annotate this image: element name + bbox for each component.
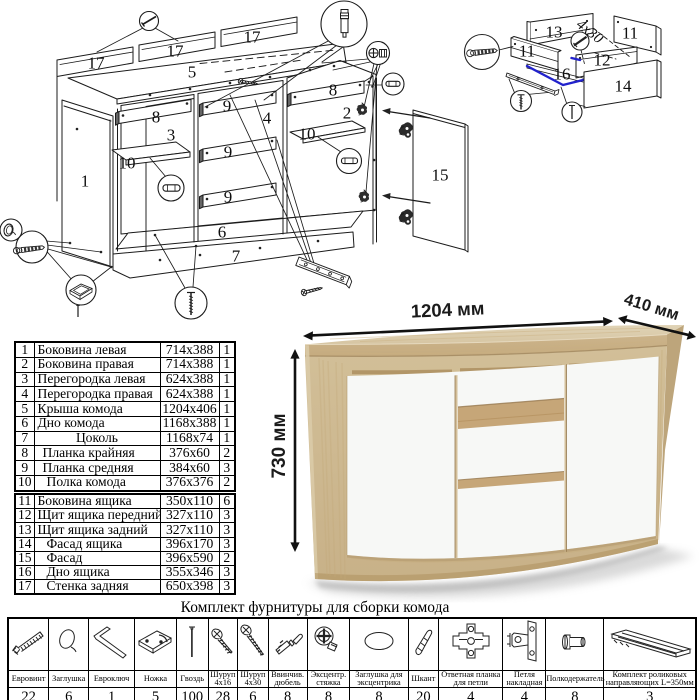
- svg-text:9: 9: [223, 97, 232, 116]
- svg-text:15: 15: [432, 166, 449, 185]
- svg-text:17: 17: [88, 54, 106, 73]
- svg-text:8: 8: [152, 108, 161, 127]
- svg-text:4: 4: [263, 109, 272, 128]
- svg-text:10: 10: [119, 154, 136, 173]
- svg-text:13: 13: [546, 23, 563, 42]
- svg-text:730 мм: 730 мм: [269, 413, 290, 478]
- svg-text:410 мм: 410 мм: [622, 290, 681, 324]
- svg-text:9: 9: [224, 143, 233, 162]
- svg-text:6: 6: [218, 223, 227, 242]
- svg-text:12: 12: [594, 51, 611, 70]
- svg-text:1204 мм: 1204 мм: [410, 297, 485, 321]
- svg-text:10: 10: [299, 125, 316, 144]
- svg-text:5: 5: [188, 63, 197, 82]
- svg-text:9: 9: [224, 188, 233, 207]
- svg-text:17: 17: [244, 28, 262, 47]
- svg-text:16: 16: [554, 65, 571, 84]
- svg-text:8: 8: [329, 81, 338, 100]
- svg-text:17: 17: [167, 42, 185, 61]
- svg-text:11: 11: [622, 24, 638, 43]
- svg-text:2: 2: [343, 104, 352, 123]
- svg-text:14: 14: [615, 77, 633, 96]
- svg-text:1: 1: [81, 172, 90, 191]
- svg-text:3: 3: [167, 126, 176, 145]
- svg-text:11: 11: [519, 42, 535, 61]
- svg-text:7: 7: [232, 247, 241, 266]
